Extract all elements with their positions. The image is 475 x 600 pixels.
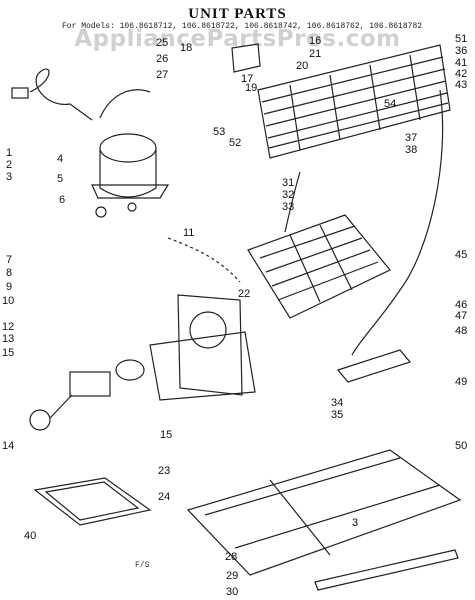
callout-15a: 15 [2,347,14,359]
fan-motor [29,359,145,431]
compressor [91,133,170,218]
diagram-title: UNIT PARTS [188,6,287,22]
callout-40: 40 [24,530,36,542]
callout-12: 12 [2,321,14,333]
callout-16: 16 [309,35,321,47]
callout-1: 1 [6,147,12,159]
callout-53: 53 [213,126,225,138]
model-numbers: For Models: 106.8618712, 106.8618722, 10… [62,22,423,31]
callout-18: 18 [180,42,192,54]
callout-35: 35 [331,409,343,421]
evaporator-coil [247,214,391,319]
footer-code: F/S [135,561,150,570]
callout-50: 50 [455,440,467,452]
callout-31: 31 [282,177,294,189]
callout-11: 11 [183,227,194,239]
refrigerant-tube [351,89,444,356]
callout-51: 51 [455,33,467,45]
callout-8: 8 [6,267,12,279]
callout-3: 3 [6,171,12,183]
callout-45: 45 [455,249,467,261]
callout-32: 32 [282,189,294,201]
callout-5: 5 [57,173,63,185]
callout-3b: 3 [352,517,358,529]
callout-29: 29 [226,570,238,582]
callout-19: 19 [245,82,257,94]
callout-33: 33 [282,201,294,213]
fan-shroud [149,294,256,401]
callout-20: 20 [296,60,308,72]
callout-26: 26 [156,53,168,65]
callout-41: 41 [455,57,467,69]
callout-28: 28 [225,551,237,563]
tray [336,349,412,383]
callout-17: 17 [241,73,253,85]
callout-34: 34 [331,397,343,409]
callout-14: 14 [2,440,14,452]
callout-4: 4 [57,153,63,165]
callout-49: 49 [455,376,467,388]
callout-10: 10 [2,295,14,307]
callout-6: 6 [59,194,65,206]
callout-22: 22 [238,288,250,300]
condenser-coil [257,44,451,159]
callout-23: 23 [158,465,170,477]
callout-labels: 1 2 3 4 5 6 7 8 9 10 11 12 13 14 15 15 1… [2,33,467,598]
callout-47: 47 [455,310,467,322]
callout-37: 37 [405,132,417,144]
callout-43: 43 [455,79,467,91]
power-cord [29,68,93,121]
mounting-frame [186,449,462,591]
callout-36: 36 [455,45,467,57]
callout-15b: 15 [160,429,172,441]
callout-30: 30 [226,586,238,598]
callout-7: 7 [6,254,12,266]
callout-38: 38 [405,144,417,156]
callout-48: 48 [455,325,467,337]
callout-25: 25 [156,37,168,49]
drain-pan [33,477,152,526]
callout-2: 2 [6,159,12,171]
callout-24: 24 [158,491,170,503]
callout-21: 21 [309,48,321,60]
callout-42: 42 [455,68,467,80]
callout-27: 27 [156,69,168,81]
callout-52: 52 [229,137,241,149]
bracket [231,43,261,73]
callout-46: 46 [455,299,467,311]
plug [11,87,29,99]
callout-54: 54 [384,98,396,110]
callout-13: 13 [2,333,14,345]
callout-9: 9 [6,281,12,293]
